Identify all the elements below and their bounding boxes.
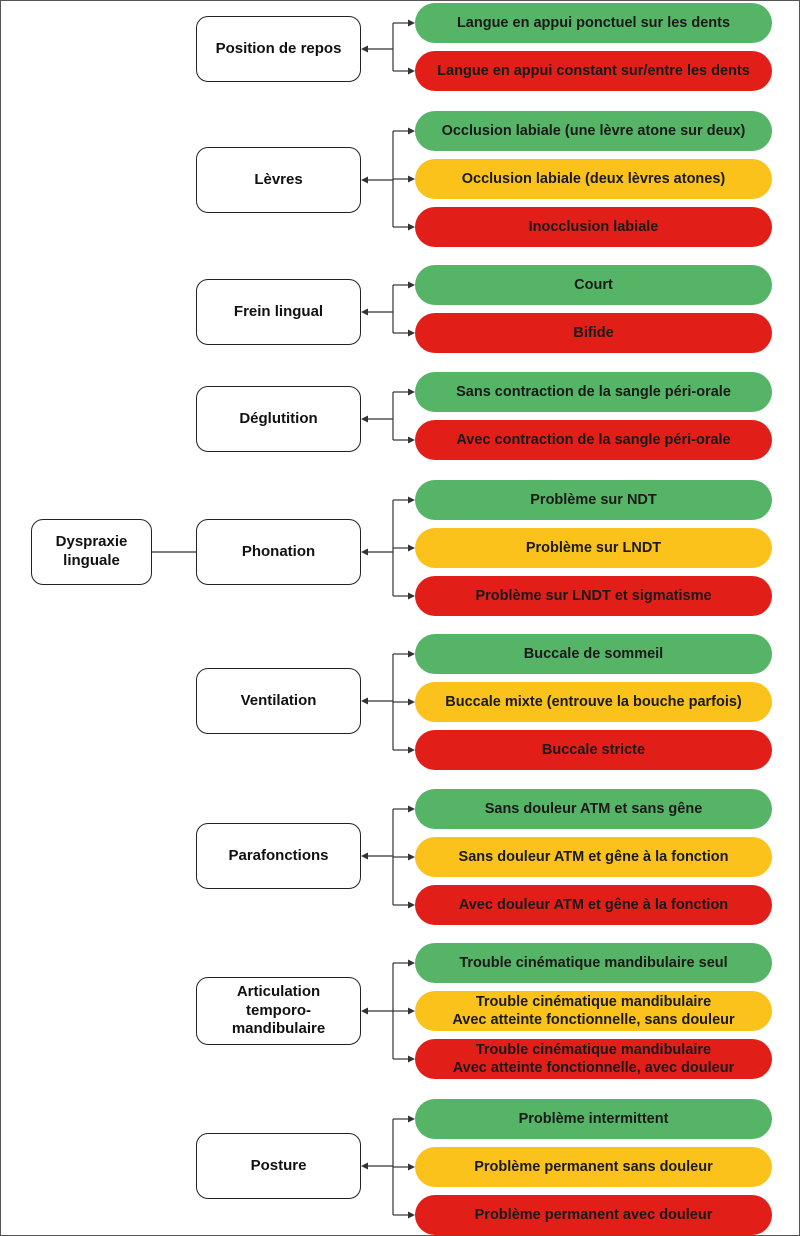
option-pill-red: Bifide (415, 313, 772, 353)
option-pill-yellow: Sans douleur ATM et gêne à la fonction (415, 837, 772, 877)
option-pill-red: Problème sur LNDT et sigmatisme (415, 576, 772, 616)
option-pill-yellow: Problème sur LNDT (415, 528, 772, 568)
category-node: Articulation temporo- mandibulaire (196, 977, 361, 1045)
option-pill-red: Inocclusion labiale (415, 207, 772, 247)
option-pill-yellow: Trouble cinématique mandibulaire Avec at… (415, 991, 772, 1031)
category-node: Position de repos (196, 16, 361, 82)
option-pill-red: Avec contraction de la sangle péri-orale (415, 420, 772, 460)
category-node: Frein lingual (196, 279, 361, 345)
category-node: Déglutition (196, 386, 361, 452)
option-pill-red: Avec douleur ATM et gêne à la fonction (415, 885, 772, 925)
option-pill-yellow: Problème permanent sans douleur (415, 1147, 772, 1187)
option-pill-yellow: Occlusion labiale (deux lèvres atones) (415, 159, 772, 199)
option-pill-green: Sans douleur ATM et sans gêne (415, 789, 772, 829)
category-node: Lèvres (196, 147, 361, 213)
category-node: Ventilation (196, 668, 361, 734)
category-node: Phonation (196, 519, 361, 585)
option-pill-red: Problème permanent avec douleur (415, 1195, 772, 1235)
option-pill-yellow: Buccale mixte (entrouve la bouche parfoi… (415, 682, 772, 722)
option-pill-red: Trouble cinématique mandibulaire Avec at… (415, 1039, 772, 1079)
option-pill-green: Problème intermittent (415, 1099, 772, 1139)
option-pill-green: Court (415, 265, 772, 305)
option-pill-green: Problème sur NDT (415, 480, 772, 520)
root-node: Dyspraxie linguale (31, 519, 152, 585)
option-pill-red: Buccale stricte (415, 730, 772, 770)
option-pill-green: Buccale de sommeil (415, 634, 772, 674)
option-pill-green: Occlusion labiale (une lèvre atone sur d… (415, 111, 772, 151)
category-node: Posture (196, 1133, 361, 1199)
option-pill-green: Langue en appui ponctuel sur les dents (415, 3, 772, 43)
category-node: Parafonctions (196, 823, 361, 889)
option-pill-green: Trouble cinématique mandibulaire seul (415, 943, 772, 983)
option-pill-green: Sans contraction de la sangle péri-orale (415, 372, 772, 412)
option-pill-red: Langue en appui constant sur/entre les d… (415, 51, 772, 91)
